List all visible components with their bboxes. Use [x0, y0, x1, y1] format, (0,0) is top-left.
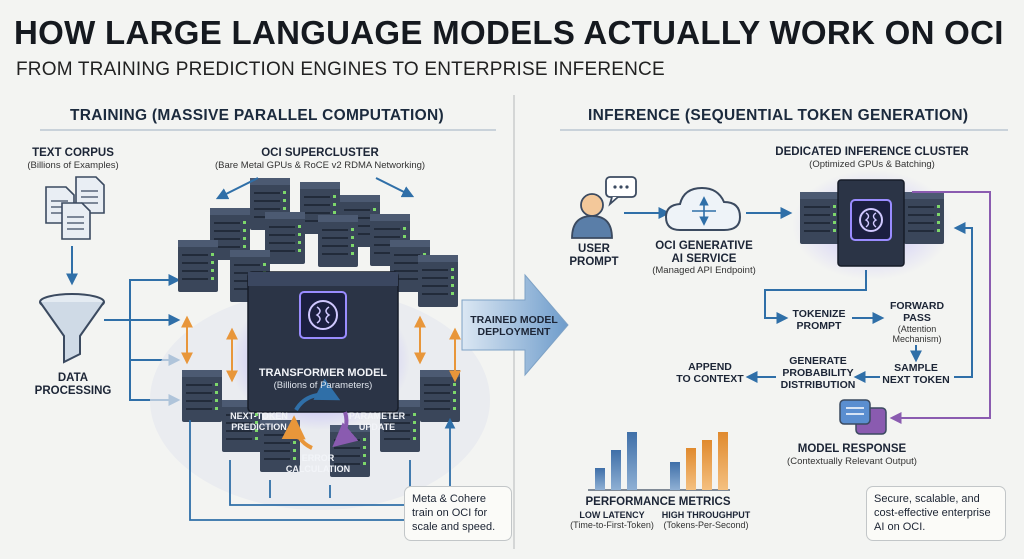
user-icon	[571, 193, 613, 239]
model-response-label: MODEL RESPONSE	[797, 443, 907, 455]
user-prompt-label-1: USER	[578, 243, 610, 255]
forward-pass-sub-2: Mechanism)	[892, 334, 942, 344]
tokenize-label-2: PROMPT	[796, 320, 842, 332]
text-corpus-label: TEXT CORPUS	[32, 147, 114, 159]
parallel-sync-arrows	[181, 177, 461, 383]
transformer-model-block	[247, 271, 399, 413]
genai-service-label-2: AI SERVICE	[671, 253, 737, 265]
distribution-label-3: DISTRIBUTION	[780, 379, 856, 391]
data-processing-label-1: DATA	[57, 372, 89, 384]
loop-step-error-2: CALCULATION	[285, 464, 351, 474]
genai-service-sub: (Managed API Endpoint)	[652, 265, 756, 276]
supercluster-sub: (Bare Metal GPUs & RoCE v2 RDMA Networki…	[214, 160, 426, 171]
low-latency-label: LOW LATENCY	[579, 510, 645, 520]
transformer-model-label: TRANSFORMER MODEL	[258, 367, 388, 379]
forward-pass-sub-1: (Attention	[897, 324, 937, 334]
page-title: HOW LARGE LANGUAGE MODELS ACTUALLY WORK …	[14, 14, 1004, 51]
tokenize-label-1: TOKENIZE	[792, 308, 846, 320]
data-processing-label-2: PROCESSING	[34, 385, 112, 397]
response-chat-icon	[839, 399, 887, 435]
funnel-icon	[39, 293, 105, 364]
sample-token-label-2: NEXT TOKEN	[882, 374, 950, 386]
append-context-label-1: APPEND	[688, 361, 732, 373]
loop-step-prediction-2: PREDICTION	[231, 422, 287, 432]
deployment-label-2: DEPLOYMENT	[477, 326, 551, 338]
loop-step-error-1: ERROR	[301, 453, 335, 463]
chat-bubble-icon	[605, 176, 637, 207]
performance-bars	[588, 432, 730, 491]
inference-heading: INFERENCE (SEQUENTIAL TOKEN GENERATION)	[588, 107, 969, 124]
inference-cluster-sub: (Optimized GPUs & Batching)	[809, 159, 935, 170]
low-latency-sub: (Time-to-First-Token)	[570, 520, 654, 530]
distribution-label-2: PROBABILITY	[782, 367, 854, 379]
sample-token-label-1: SAMPLE	[894, 362, 938, 374]
distribution-label-1: GENERATE	[789, 355, 847, 367]
forward-pass-label-1: FORWARD	[889, 300, 945, 312]
loop-step-update-2: UPDATE	[358, 422, 396, 432]
deployment-arrow	[461, 273, 569, 377]
loop-step-update-1: PARAMETER	[348, 411, 406, 421]
high-throughput-sub: (Tokens-Per-Second)	[663, 520, 749, 530]
append-context-label-2: TO CONTEXT	[676, 373, 744, 385]
forward-pass-label-2: PASS	[903, 312, 931, 324]
documents-icon	[45, 176, 105, 240]
inference-server-racks	[799, 179, 945, 267]
model-response-sub: (Contextually Relevant Output)	[787, 456, 917, 467]
transformer-model-sub: (Billions of Parameters)	[273, 380, 373, 391]
brain-icon	[308, 300, 338, 330]
cloud-icon	[664, 186, 742, 231]
high-throughput-label: HIGH THROUGHPUT	[661, 510, 751, 520]
inference-note: Secure, scalable, and cost-effective ent…	[866, 486, 1006, 542]
genai-service-label-1: OCI GENERATIVE	[655, 240, 753, 252]
supercluster-label: OCI SUPERCLUSTER	[261, 147, 379, 159]
user-prompt-label-2: PROMPT	[569, 256, 619, 268]
page-subtitle: FROM TRAINING PREDICTION ENGINES TO ENTE…	[16, 59, 665, 80]
text-corpus-sub: (Billions of Examples)	[27, 160, 119, 171]
loop-step-prediction-1: NEXT-TOKEN	[230, 411, 288, 421]
inference-cluster-label: DEDICATED INFERENCE CLUSTER	[775, 146, 969, 158]
deployment-label-1: TRAINED MODEL	[470, 314, 558, 326]
training-loop-arrows	[281, 378, 359, 450]
performance-metrics-label: PERFORMANCE METRICS	[585, 496, 731, 508]
training-note: Meta & Cohere train on OCI for scale and…	[404, 486, 512, 542]
training-heading: TRAINING (MASSIVE PARALLEL COMPUTATION)	[70, 107, 444, 124]
